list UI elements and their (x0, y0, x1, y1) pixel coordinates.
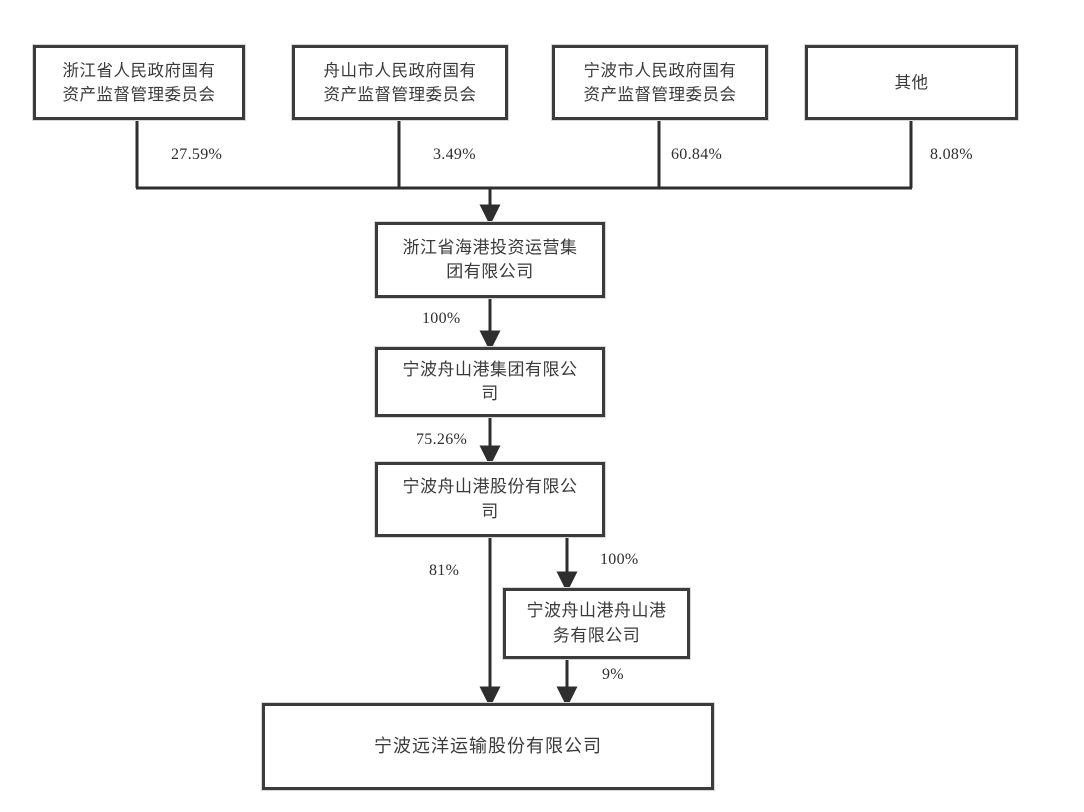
node-zhoushan-port-service[interactable]: 宁波舟山港舟山港 务有限公司 (503, 588, 690, 659)
edge-label-75-26: 75.26% (416, 431, 468, 448)
node-nbzs-port-co[interactable]: 宁波舟山港股份有限公 司 (375, 462, 605, 537)
edge-label-100-service: 100% (600, 551, 639, 568)
node-zhejiang-sasac[interactable]: 浙江省人民政府国有 资产监督管理委员会 (33, 45, 245, 120)
node-label: 其他 (894, 72, 929, 92)
node-others[interactable]: 其他 (805, 45, 1018, 120)
node-label: 宁波远洋运输股份有限公司 (374, 735, 602, 756)
node-ningbo-marine[interactable]: 宁波远洋运输股份有限公司 (262, 703, 714, 790)
node-nbzs-port-group[interactable]: 宁波舟山港集团有限公 司 (375, 347, 605, 417)
node-label: 舟山市人民政府国有 资产监督管理委员会 (323, 61, 477, 104)
edge-label-3-49: 3.49% (433, 146, 476, 163)
edge-label-8-08: 8.08% (930, 146, 973, 163)
edge-label-27-59: 27.59% (171, 146, 223, 163)
edge-label-100-seaport: 100% (422, 310, 461, 327)
node-label: 宁波市人民政府国有 资产监督管理委员会 (583, 61, 737, 104)
node-label: 浙江省人民政府国有 资产监督管理委员会 (62, 61, 216, 104)
edge-label-81: 81% (429, 562, 460, 579)
node-zhoushan-sasac[interactable]: 舟山市人民政府国有 资产监督管理委员会 (292, 45, 508, 120)
edge-label-60-84: 60.84% (671, 146, 723, 163)
node-label: 宁波舟山港股份有限公 司 (402, 477, 578, 521)
node-label: 浙江省海港投资运营集 团有限公司 (402, 237, 578, 281)
edge-label-9: 9% (602, 666, 624, 683)
node-seaport-group[interactable]: 浙江省海港投资运营集 团有限公司 (375, 222, 605, 298)
node-ningbo-sasac[interactable]: 宁波市人民政府国有 资产监督管理委员会 (552, 45, 768, 120)
node-label: 宁波舟山港舟山港 务有限公司 (526, 601, 667, 645)
node-label: 宁波舟山港集团有限公 司 (402, 359, 578, 403)
